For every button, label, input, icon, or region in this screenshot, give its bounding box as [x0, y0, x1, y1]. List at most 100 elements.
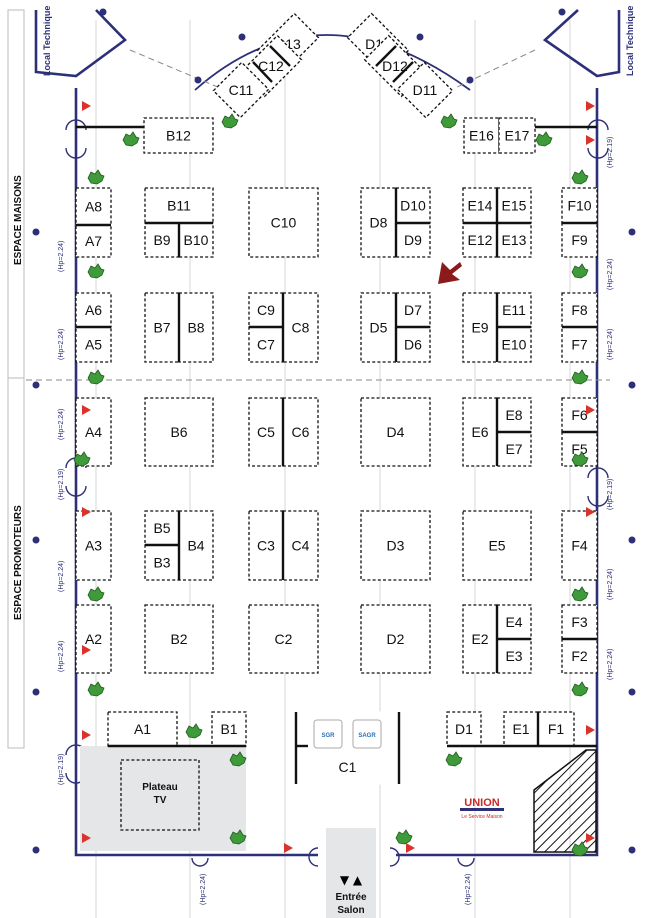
booth-e10[interactable]: E10 [496, 326, 532, 363]
booth-b6[interactable]: B6 [144, 397, 214, 467]
booth-d1[interactable]: D1 [446, 711, 482, 747]
booth-c7-outline[interactable] [248, 326, 284, 363]
booth-a6-outline[interactable] [75, 292, 112, 328]
booth-f7-outline[interactable] [561, 326, 598, 363]
booth-c11-outline[interactable] [212, 61, 270, 119]
booth-e5-outline[interactable] [462, 510, 532, 581]
booth-e17[interactable]: E17 [498, 117, 536, 154]
booth-c5-outline[interactable] [248, 397, 284, 467]
booth-d8-outline[interactable] [360, 187, 397, 258]
booth-f3-outline[interactable] [561, 604, 598, 640]
booth-b3-outline[interactable] [144, 544, 180, 581]
booth-b7[interactable]: B7 [144, 292, 180, 363]
booth-c4[interactable]: C4 [282, 510, 319, 581]
booth-c9[interactable]: C9 [248, 292, 284, 328]
booth-d4-outline[interactable] [360, 397, 431, 467]
booth-c2-outline[interactable] [248, 604, 319, 674]
booth-c5[interactable]: C5 [248, 397, 284, 467]
booth-b2-outline[interactable] [144, 604, 214, 674]
booth-d9-outline[interactable] [395, 222, 431, 258]
booth-b12[interactable]: B12 [143, 117, 214, 154]
booth-e1-outline[interactable] [503, 711, 539, 747]
booth-e12[interactable]: E12 [462, 222, 498, 258]
booth-c11[interactable]: C11 [212, 61, 270, 119]
booth-b8-outline[interactable] [178, 292, 214, 363]
booth-e4[interactable]: E4 [496, 604, 532, 640]
booth-d10[interactable]: D10 [395, 187, 431, 224]
booth-b5[interactable]: B5 [144, 510, 180, 546]
booth-e3-outline[interactable] [496, 638, 532, 674]
booth-f3[interactable]: F3 [561, 604, 598, 640]
booth-f10[interactable]: F10 [561, 187, 598, 224]
booth-a1-outline[interactable] [107, 711, 178, 747]
booth-a3[interactable]: A3 [75, 510, 112, 581]
booth-e10-outline[interactable] [496, 326, 532, 363]
booth-c10-outline[interactable] [248, 187, 319, 258]
booth-b11[interactable]: B11 [144, 187, 214, 224]
booth-a5[interactable]: A5 [75, 326, 112, 363]
booth-e6-outline[interactable] [462, 397, 498, 467]
booth-b6-outline[interactable] [144, 397, 214, 467]
booth-f1[interactable]: F1 [537, 711, 575, 747]
booth-b4-outline[interactable] [178, 510, 214, 581]
booth-a3-outline[interactable] [75, 510, 112, 581]
booth-d2-outline[interactable] [360, 604, 431, 674]
booth-d9[interactable]: D9 [395, 222, 431, 258]
booth-d11-outline[interactable] [396, 61, 454, 119]
booth-b10[interactable]: B10 [178, 222, 214, 258]
booth-d8[interactable]: D8 [360, 187, 397, 258]
booth-b2[interactable]: B2 [144, 604, 214, 674]
booth-f9-outline[interactable] [561, 222, 598, 258]
booth-b12-outline[interactable] [143, 117, 214, 154]
booth-c2[interactable]: C2 [248, 604, 319, 674]
booth-a7[interactable]: A7 [75, 224, 112, 258]
booth-f1-outline[interactable] [537, 711, 575, 747]
booth-b11-outline[interactable] [144, 187, 214, 224]
booth-f8-outline[interactable] [561, 292, 598, 328]
booth-c10[interactable]: C10 [248, 187, 319, 258]
booth-a6[interactable]: A6 [75, 292, 112, 328]
booth-d4[interactable]: D4 [360, 397, 431, 467]
booth-f2-outline[interactable] [561, 638, 598, 674]
booth-c3[interactable]: C3 [248, 510, 284, 581]
booth-b3[interactable]: B3 [144, 544, 180, 581]
booth-e9-outline[interactable] [462, 292, 498, 363]
booth-e2-outline[interactable] [462, 604, 498, 674]
booth-f6[interactable]: F6 [561, 397, 598, 433]
booth-a8-outline[interactable] [75, 187, 112, 226]
booth-e6[interactable]: E6 [462, 397, 498, 467]
booth-a7-outline[interactable] [75, 224, 112, 258]
booth-c7[interactable]: C7 [248, 326, 284, 363]
booth-d6[interactable]: D6 [395, 326, 431, 363]
booth-d7-outline[interactable] [395, 292, 431, 328]
booth-c1[interactable]: C1 [295, 711, 400, 785]
booth-e3[interactable]: E3 [496, 638, 532, 674]
booth-b8[interactable]: B8 [178, 292, 214, 363]
booth-e9[interactable]: E9 [462, 292, 498, 363]
booth-a2[interactable]: A2 [75, 604, 112, 674]
booth-e5[interactable]: E5 [462, 510, 532, 581]
booth-d11[interactable]: D11 [396, 61, 454, 119]
booth-f6-outline[interactable] [561, 397, 598, 433]
booth-e16[interactable]: E16 [463, 117, 500, 154]
booth-d7[interactable]: D7 [395, 292, 431, 328]
booth-b9-outline[interactable] [144, 222, 180, 258]
booth-f9[interactable]: F9 [561, 222, 598, 258]
booth-c4-outline[interactable] [282, 510, 319, 581]
booth-b9[interactable]: B9 [144, 222, 180, 258]
booth-d5[interactable]: D5 [360, 292, 397, 363]
booth-d2[interactable]: D2 [360, 604, 431, 674]
booth-e11[interactable]: E11 [496, 292, 532, 328]
booth-e7[interactable]: E7 [496, 431, 532, 467]
booth-a1[interactable]: A1 [107, 711, 178, 747]
booth-a8[interactable]: A8 [75, 187, 112, 226]
booth-c8-outline[interactable] [282, 292, 319, 363]
booth-f4[interactable]: F4 [561, 510, 598, 581]
booth-c3-outline[interactable] [248, 510, 284, 581]
booth-e14[interactable]: E14 [462, 187, 498, 224]
booth-b1[interactable]: B1 [211, 711, 247, 747]
booth-e15[interactable]: E15 [496, 187, 532, 224]
booth-f8[interactable]: F8 [561, 292, 598, 328]
booth-b4[interactable]: B4 [178, 510, 214, 581]
booth-f4-outline[interactable] [561, 510, 598, 581]
